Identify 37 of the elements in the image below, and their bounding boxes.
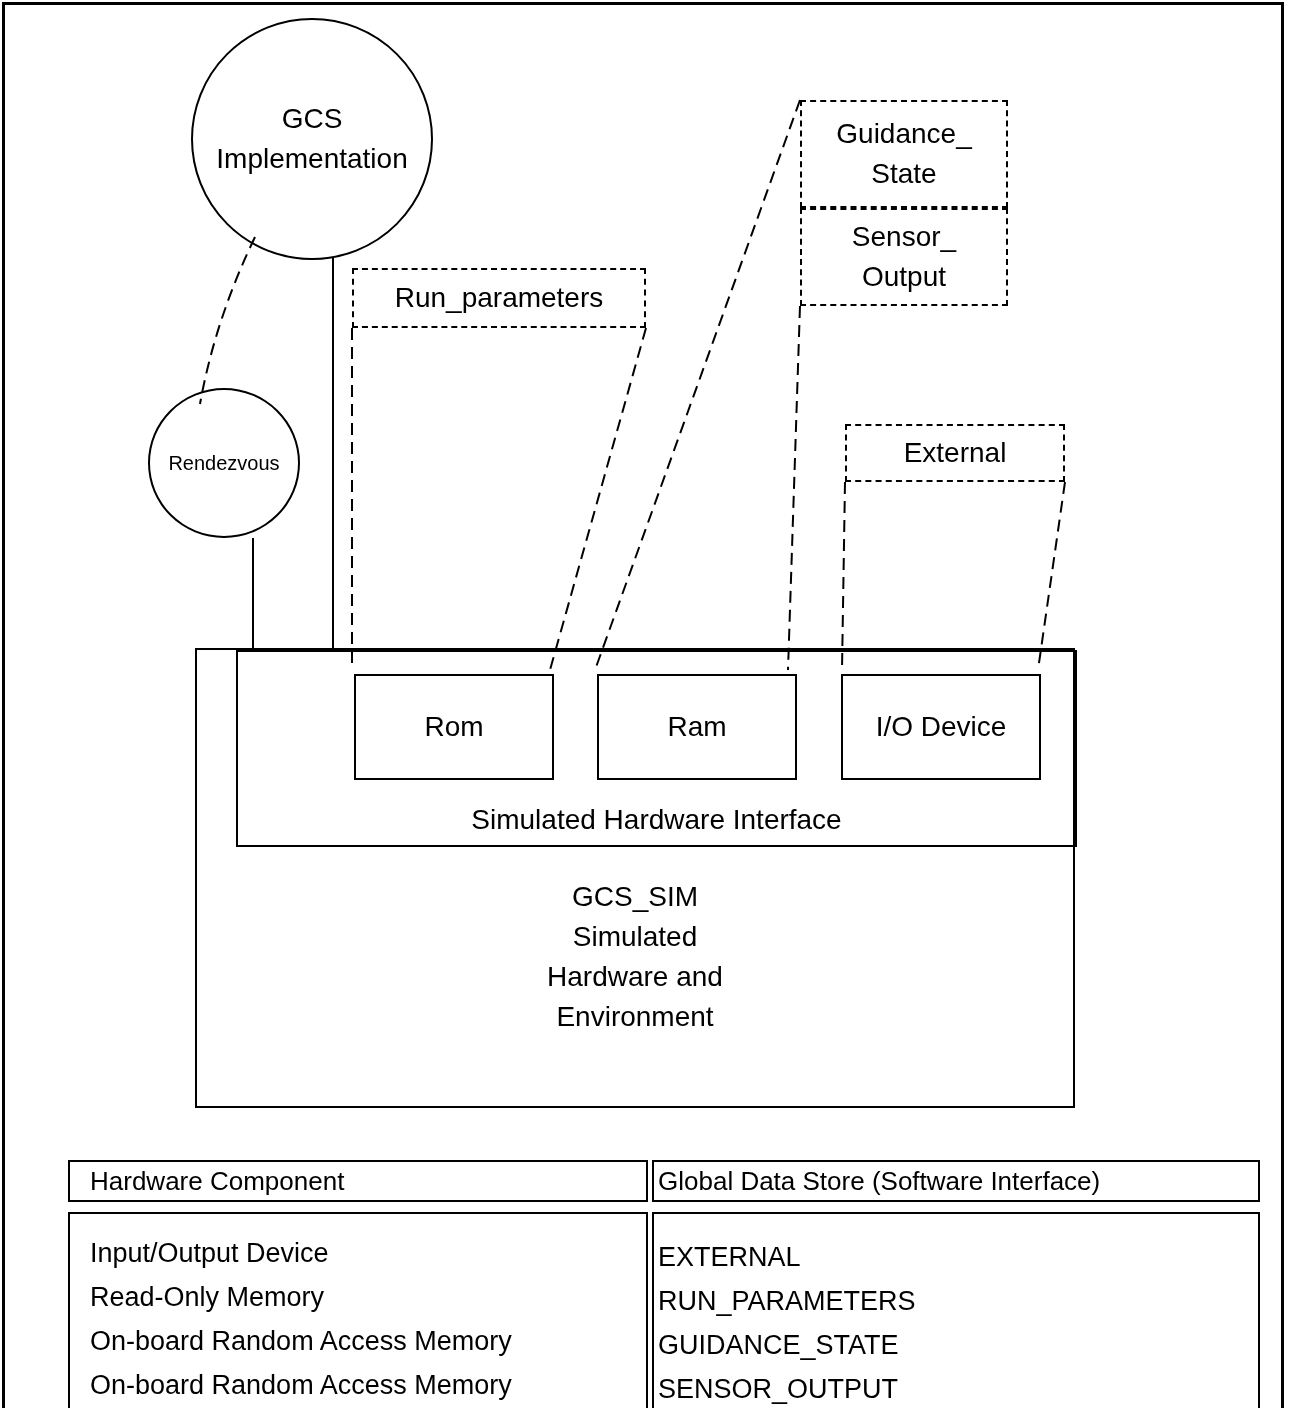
table-cell-text: On-board Random Access Memory bbox=[90, 1369, 512, 1402]
table-cell-text: EXTERNAL bbox=[658, 1241, 801, 1274]
circle-node bbox=[148, 388, 300, 538]
component-box bbox=[597, 674, 797, 780]
data-store-box bbox=[352, 268, 646, 328]
dashed-line bbox=[787, 305, 801, 671]
node-label: External bbox=[903, 436, 1007, 470]
node-label: Simulated Hardware Interface bbox=[471, 803, 842, 837]
node-label: Rom bbox=[424, 710, 484, 744]
connector-line bbox=[332, 257, 334, 649]
table-cell-text: On-board Random Access Memory bbox=[90, 1325, 512, 1358]
table-cell-text: RUN_PARAMETERS bbox=[658, 1285, 916, 1318]
node-label: Ram bbox=[667, 710, 727, 744]
data-store-box bbox=[845, 424, 1065, 482]
node-label: Sensor_ Output bbox=[850, 220, 958, 294]
node-label: Rendezvous bbox=[168, 451, 280, 476]
dashed-line bbox=[549, 327, 647, 671]
component-box bbox=[195, 648, 1075, 1108]
node-label: GCS Implementation bbox=[215, 102, 409, 176]
dashed-line bbox=[199, 236, 256, 405]
component-box bbox=[236, 650, 1077, 847]
node-label: I/O Device bbox=[875, 710, 1007, 744]
node-label: Guidance_ State bbox=[835, 117, 973, 191]
table-cell-text: Input/Output Device bbox=[90, 1237, 329, 1270]
component-box bbox=[841, 674, 1041, 780]
data-store-box bbox=[800, 100, 1008, 208]
node-label: GCS_SIM Simulated Hardware and Environment bbox=[546, 880, 724, 1034]
table-cell-text: GUIDANCE_STATE bbox=[658, 1329, 899, 1362]
data-store-box bbox=[800, 208, 1008, 306]
table-cell-text: Read-Only Memory bbox=[90, 1281, 325, 1314]
node-label: Run_parameters bbox=[394, 281, 604, 315]
column-header: Global Data Store (Software Interface) bbox=[652, 1160, 1260, 1202]
circle-node bbox=[191, 18, 433, 260]
table-cell-text: SENSOR_OUTPUT bbox=[658, 1373, 899, 1406]
column-header: Hardware Component bbox=[68, 1160, 648, 1202]
connector-line bbox=[252, 537, 254, 649]
component-box bbox=[354, 674, 554, 780]
